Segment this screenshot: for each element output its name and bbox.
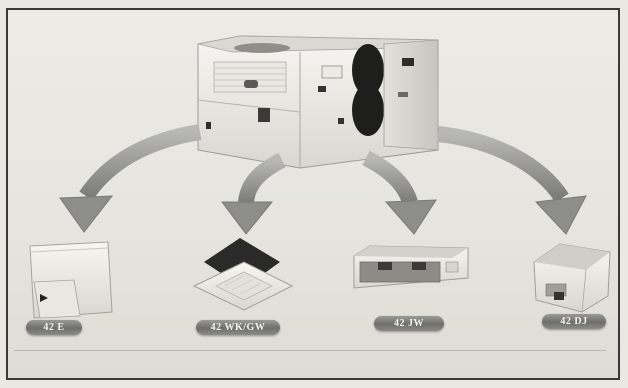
label-42dj: 42 DJ (542, 314, 606, 329)
indoor-unit-42dj (534, 244, 610, 312)
base-line (14, 350, 606, 351)
label-42e: 42 E (26, 320, 82, 335)
label-42wkgw: 42 WK/GW (196, 320, 280, 335)
rooftop-unit (198, 36, 438, 168)
arrow-to-42e (60, 132, 200, 232)
arrow-to-42dj (438, 134, 586, 234)
indoor-unit-42jw (354, 246, 468, 288)
arrow-to-42jw (366, 158, 436, 234)
arrow-to-42wkgw (222, 160, 282, 234)
label-42jw: 42 JW (374, 316, 444, 331)
indoor-unit-42e (30, 242, 112, 318)
indoor-unit-42wkgw (194, 238, 292, 310)
